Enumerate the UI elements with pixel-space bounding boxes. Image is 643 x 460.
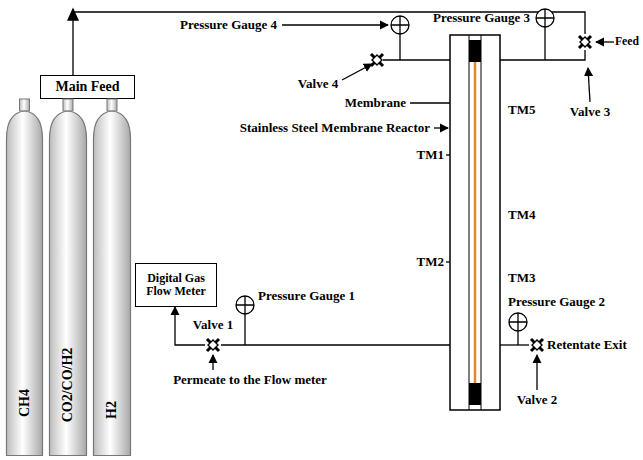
leader-arrow [588,68,590,102]
gas-name: CO2/CO/H2 [60,348,76,423]
part-label: Valve 2 [517,393,557,408]
part-label: Pressure Gauge 3 [433,11,530,26]
gas-cylinder: CO2/CO/H2 [48,97,88,457]
gas-cylinder: H2 [92,97,132,457]
part-label: TM5 [508,103,535,118]
reactor-shell [450,35,500,410]
part-label: Pressure Gauge 1 [258,289,355,304]
part-label: TM4 [508,208,535,223]
cylinder-valve [107,99,117,111]
pipe [500,344,529,345]
pipe [500,50,585,60]
box-text: Main Feed [55,79,119,94]
leader-arrow [282,24,388,25]
part-label: Valve 4 [298,77,338,92]
part-label: Valve 3 [570,105,610,120]
valve-symbol [531,339,543,351]
flow-arrowhead [68,9,78,20]
membrane-tube-wall [481,35,482,410]
part-label: Pressure Gauge 4 [180,18,277,33]
membrane-line [474,62,477,383]
valve-symbol [579,36,591,48]
pressure-gauge [236,296,254,314]
sealing-plug [469,40,481,62]
pipe [383,59,450,60]
part-label: TM2 [417,255,444,270]
gas-name: CH4 [17,389,33,417]
part-label: Permeate to the Flow meter [173,373,327,388]
valve-symbol [371,54,383,66]
pipe [544,27,545,60]
pressure-gauge [509,313,527,331]
part-label: Valve 1 [193,318,233,333]
cylinder-body [7,111,43,456]
pressure-gauge [536,9,554,27]
leader-arrow [434,127,448,128]
pipe [244,314,245,345]
leader-arrow [212,355,213,370]
part-label: Membrane [345,96,406,111]
cylinder-body [94,111,131,456]
flow-meter-box: Digital Gas Flow Meter [135,263,217,307]
leader-arrow [536,355,537,390]
part-label: TM3 [508,271,535,286]
pipe [221,344,450,345]
gas-cylinder: CH4 [5,97,44,457]
leader-arrow [342,64,372,80]
cylinder-valve [63,99,73,111]
pipe [517,331,518,345]
part-label: Feed [615,35,639,48]
part-label: Stainless Steel Membrane Reactor [240,121,430,136]
pressure-gauge [391,16,409,34]
part-label: Retentate Exit [547,338,627,353]
cylinder-valve [20,99,30,111]
leader-arrow [596,41,614,42]
feed-box: Main Feed [40,75,135,99]
part-label: TM1 [417,148,444,163]
membrane-tube-wall [469,35,470,410]
sealing-plug [469,383,481,405]
valve-symbol [207,339,219,351]
gas-name: H2 [104,401,120,419]
box-text: Digital Gas Flow Meter [140,272,212,298]
cylinder-body [50,111,87,456]
part-label: Pressure Gauge 2 [508,295,605,310]
pipe [399,34,400,60]
